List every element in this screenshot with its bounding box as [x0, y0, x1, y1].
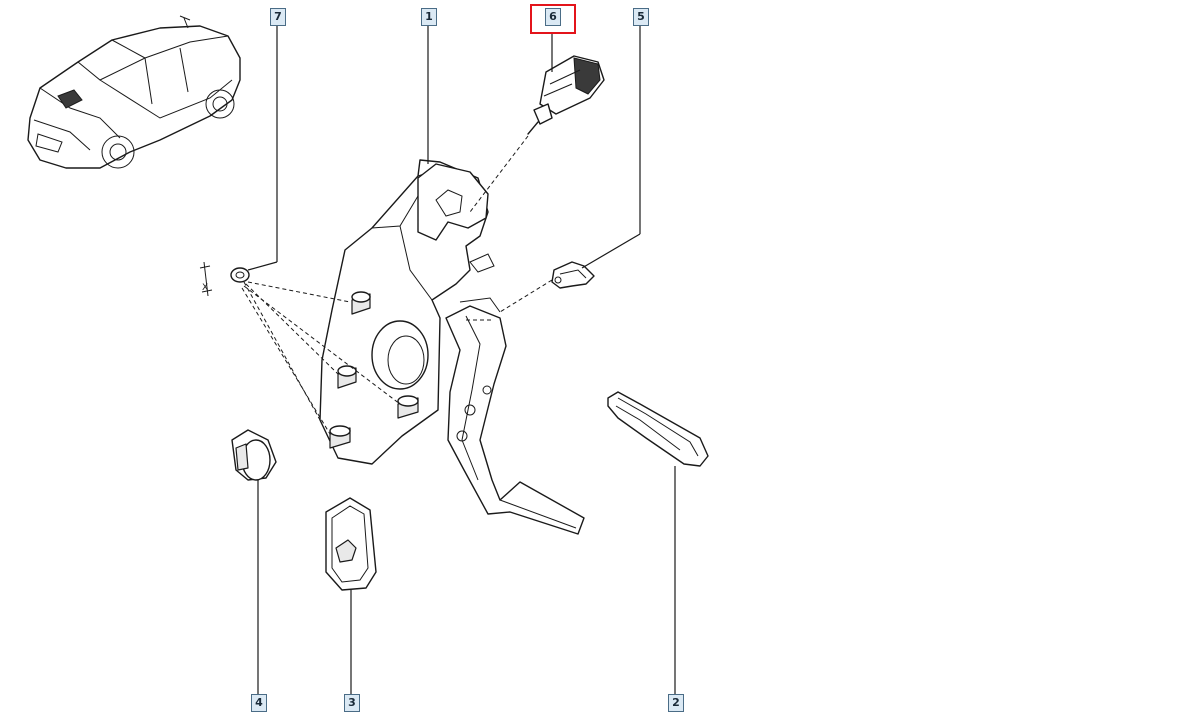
mounting-studs	[329, 291, 419, 449]
callout-1[interactable]: 1	[421, 8, 437, 26]
dimension-mark: X	[202, 283, 208, 293]
callout-4[interactable]: 4	[251, 694, 267, 712]
car-thumbnail	[27, 15, 241, 169]
callout-6[interactable]: 6	[545, 8, 561, 26]
callout-2[interactable]: 2	[668, 694, 684, 712]
callout-7[interactable]: 7	[270, 8, 286, 26]
pedal-pad	[607, 391, 709, 467]
callout-5[interactable]: 5	[633, 8, 649, 26]
mounting-plate	[325, 497, 377, 591]
leader-lines	[247, 25, 676, 694]
selected-part-highlight	[530, 4, 576, 34]
retaining-clip	[551, 261, 595, 289]
brake-light-switch	[527, 55, 605, 135]
washer	[199, 261, 250, 297]
assembly-lines	[241, 135, 553, 435]
pedal-bracket-assembly	[319, 159, 585, 535]
callout-3[interactable]: 3	[344, 694, 360, 712]
flange-nut	[231, 429, 277, 481]
